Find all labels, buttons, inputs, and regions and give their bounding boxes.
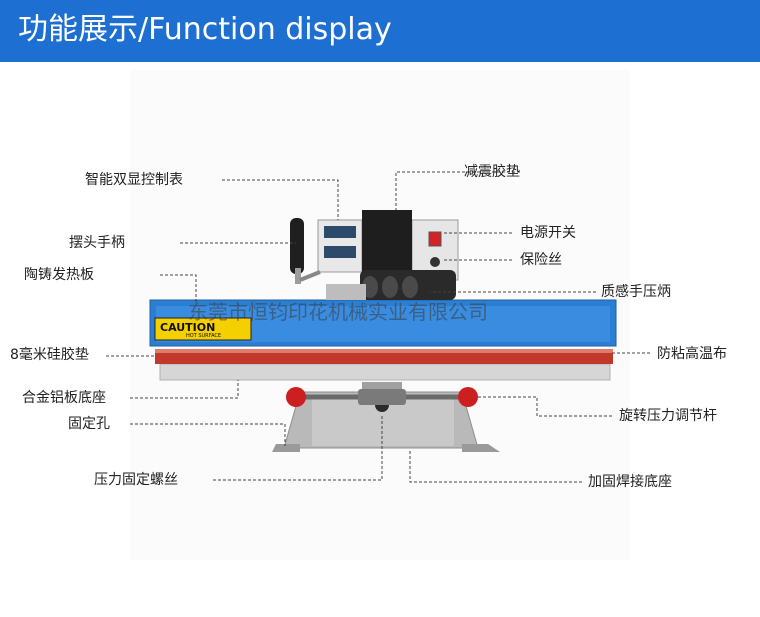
label-anti-stick-cloth: 防粘高温布 <box>657 346 727 362</box>
caution-subtext: HOT SURFACE <box>186 333 222 339</box>
press-handle-assembly <box>326 210 456 300</box>
fuse-icon <box>430 257 440 267</box>
swing-handle <box>290 218 321 284</box>
label-ceramic-heater: 陶铸发热板 <box>24 267 94 283</box>
label-shock-pad: 减震胶垫 <box>464 164 520 180</box>
label-press-handle: 质感手压炳 <box>601 284 671 300</box>
silicone-pad <box>155 352 613 364</box>
page-title: 功能展示/Function display <box>18 12 392 47</box>
header-banner: 功能展示/Function display <box>0 0 760 62</box>
label-swing-handle: 摆头手柄 <box>69 235 125 251</box>
label-pressure-lever: 旋转压力调节杆 <box>619 408 717 424</box>
label-fuse: 保险丝 <box>520 252 562 268</box>
label-fixing-hole: 固定孔 <box>68 416 110 432</box>
label-power-switch: 电源开关 <box>520 225 576 241</box>
label-silicone-pad: 8毫米硅胶垫 <box>10 347 89 363</box>
pressure-lever <box>286 387 478 407</box>
power-switch-icon <box>428 231 442 247</box>
label-alloy-base: 合金铝板底座 <box>22 390 106 406</box>
caution-text: CAUTION <box>160 321 216 334</box>
label-smart-controller: 智能双显控制表 <box>85 172 183 188</box>
alloy-base-plate <box>159 363 611 381</box>
caution-sticker <box>154 317 252 341</box>
watermark: 东莞市恒钧印花机械实业有限公司 <box>188 300 488 324</box>
anti-stick-cloth <box>155 349 613 353</box>
label-pressure-screw: 压力固定螺丝 <box>94 472 178 488</box>
leader-lines <box>106 171 652 483</box>
label-welded-base: 加固焊接底座 <box>588 474 672 490</box>
